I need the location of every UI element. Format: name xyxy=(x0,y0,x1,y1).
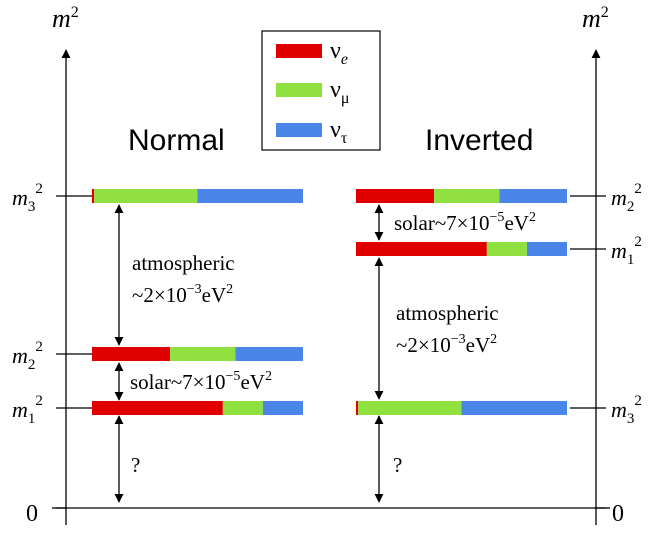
inverted-atmospheric-label: atmospheric xyxy=(396,301,499,325)
legend-swatch-nu-e xyxy=(276,44,322,58)
inverted-label-m3: m32 xyxy=(611,393,642,427)
zero-label-left: 0 xyxy=(26,501,38,527)
inverted-m3-nu-tau-segment xyxy=(461,401,567,415)
inverted-m1-nu-e-segment xyxy=(356,242,487,256)
normal-unknown-label: ? xyxy=(131,453,140,477)
normal-title: Normal xyxy=(128,124,225,157)
inverted-unknown-label: ? xyxy=(393,453,402,477)
inverted-m3-nu-mu-segment xyxy=(358,401,462,415)
legend: νe νμ ντ xyxy=(261,30,381,151)
legend-item-nu-mu: νμ xyxy=(276,77,349,107)
normal-atmospheric-label: atmospheric xyxy=(132,251,235,275)
inverted-m2-nu-e-segment xyxy=(356,189,435,203)
normal-atmospheric-value: ~2×10−3eV2 xyxy=(132,282,233,307)
inverted-level-m1-bar xyxy=(356,242,567,256)
zero-label-right: 0 xyxy=(612,501,624,527)
left-axis-label: m2 xyxy=(52,4,79,33)
svg-text:νμ: νμ xyxy=(330,77,349,107)
inverted-solar-label: solar~7×10−5eV2 xyxy=(394,210,536,235)
inverted-m2-nu-tau-segment xyxy=(499,189,567,203)
normal-m1-nu-tau-segment xyxy=(262,401,303,415)
inverted-level-m3-bar xyxy=(356,401,567,415)
normal-solar-label: solar~7×10−5eV2 xyxy=(130,369,272,394)
normal-m2-nu-e-segment xyxy=(92,347,171,361)
normal-m3-nu-e-segment xyxy=(92,189,95,203)
inverted-m1-nu-mu-segment xyxy=(486,242,527,256)
inverted-atmospheric-value: ~2×10−3eV2 xyxy=(396,332,497,357)
legend-swatch-nu-tau xyxy=(276,123,322,137)
inverted-label-m2: m22 xyxy=(611,181,642,215)
normal-m1-nu-mu-segment xyxy=(222,401,263,415)
inverted-m1-nu-tau-segment xyxy=(526,242,567,256)
svg-text:νe: νe xyxy=(330,38,348,68)
inverted-label-m1: m12 xyxy=(611,234,642,268)
normal-m3-nu-mu-segment xyxy=(94,189,198,203)
inverted-level-m2-bar xyxy=(356,189,567,203)
legend-swatch-nu-mu xyxy=(276,83,322,97)
legend-item-nu-tau: ντ xyxy=(276,117,348,147)
normal-level-m3-bar xyxy=(92,189,303,203)
normal-level-m1-bar xyxy=(92,401,303,415)
normal-level-m2-bar xyxy=(92,347,303,361)
normal-label-m3: m32 xyxy=(12,181,43,215)
normal-label-m1: m12 xyxy=(12,393,43,427)
inverted-title: Inverted xyxy=(425,124,533,157)
inverted-m3-nu-e-segment xyxy=(356,401,359,415)
legend-item-nu-e: νe xyxy=(276,38,348,68)
normal-m2-nu-tau-segment xyxy=(235,347,303,361)
svg-text:ντ: ντ xyxy=(330,117,348,147)
inverted-m2-nu-mu-segment xyxy=(434,189,500,203)
normal-m2-nu-mu-segment xyxy=(170,347,236,361)
normal-m3-nu-tau-segment xyxy=(197,189,303,203)
normal-label-m2: m22 xyxy=(12,339,43,373)
normal-m1-nu-e-segment xyxy=(92,401,223,415)
right-axis-label: m2 xyxy=(582,4,609,33)
